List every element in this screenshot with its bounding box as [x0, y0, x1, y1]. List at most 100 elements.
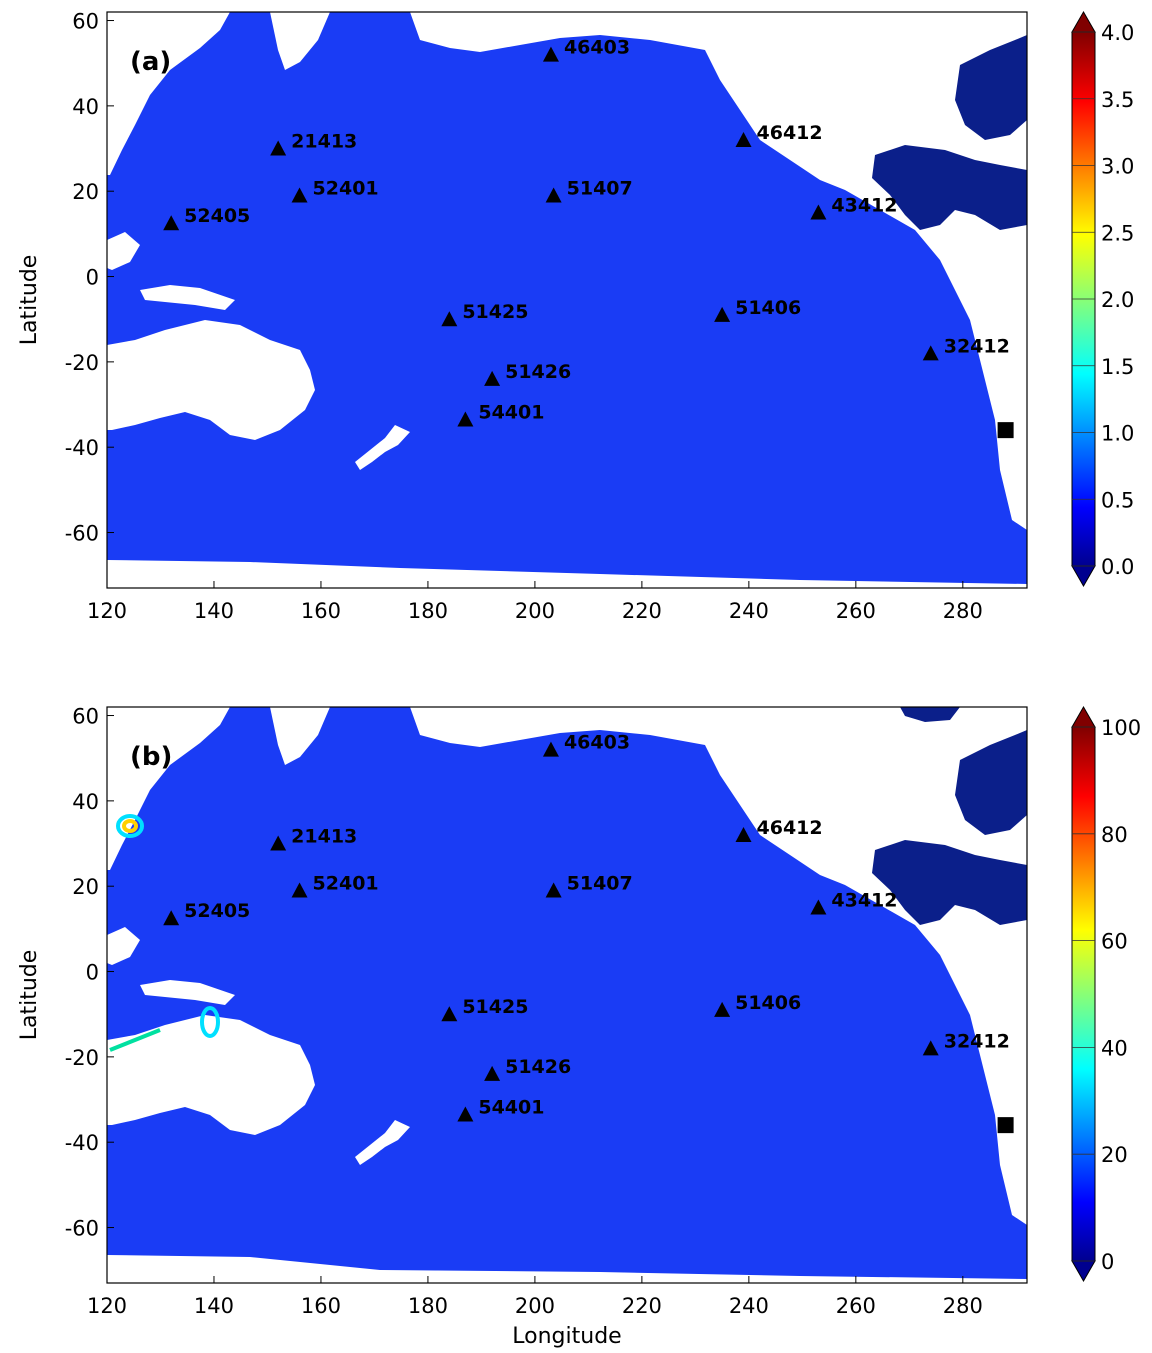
colorbar-tick-label: 80 — [1101, 823, 1128, 847]
station-label: 43412 — [831, 195, 897, 217]
x-tick-label: 180 — [408, 1294, 448, 1318]
panel-a-land-newguinea — [140, 285, 235, 310]
colorbar-tick-label: 0 — [1101, 1250, 1114, 1274]
panel-a-colorbar: 0.0 0.5 1.0 1.5 2.0 2.5 3.0 3.5 4.0 — [1071, 10, 1134, 588]
panel-b-land-namerica — [690, 707, 1027, 1225]
y-tick-label: 60 — [72, 705, 99, 729]
x-tick-label: 240 — [729, 599, 769, 623]
panel-b-land-samerica — [950, 945, 1027, 1215]
station-marker — [484, 370, 501, 386]
station-label: 52401 — [313, 872, 379, 894]
station-marker — [542, 741, 559, 757]
panel-b-hotspots — [109, 814, 220, 1052]
station-label: 54401 — [478, 1096, 544, 1118]
station-marker — [735, 827, 752, 842]
y-tick-label: 0 — [86, 266, 99, 290]
station-marker — [457, 1106, 474, 1122]
y-tick-label: -20 — [65, 351, 99, 375]
panel-b-land-australia — [107, 1015, 315, 1135]
colorbar-tick-label: 4.0 — [1101, 21, 1134, 45]
colorbar-tick-label: 2.0 — [1101, 288, 1134, 312]
panel-a-land-atlantic-north — [955, 35, 1027, 140]
panel-a-label: (a) — [130, 47, 171, 77]
panel-a-frame — [106, 11, 1028, 589]
panel-a-land-australia — [107, 320, 315, 440]
colorbar-tick-label: 40 — [1101, 1036, 1128, 1060]
panel-a-land-kamchatka — [270, 12, 330, 70]
station-marker — [922, 345, 939, 361]
panel-b-land-asia — [107, 707, 230, 870]
colorbar-tick-label: 1.0 — [1101, 422, 1134, 446]
station-marker — [545, 187, 562, 203]
station-label: 51425 — [462, 996, 528, 1018]
station-label: 52405 — [184, 900, 250, 922]
station-label: 51407 — [567, 177, 633, 199]
x-tick-label: 200 — [515, 599, 555, 623]
x-tick-label: 120 — [87, 1294, 127, 1318]
station-label: 46403 — [564, 732, 630, 754]
y-tick-label: 60 — [72, 10, 99, 34]
colorbar-extend-min — [1071, 565, 1096, 588]
station-marker — [291, 187, 308, 203]
colorbar-tick-label: 0.0 — [1101, 555, 1134, 579]
source-marker — [997, 422, 1014, 439]
colorbar-extend-max — [1071, 705, 1096, 728]
colorbar-tick-label: 0.5 — [1101, 488, 1134, 512]
colorbar-tick-label: 1.5 — [1101, 355, 1134, 379]
y-tick-label: 20 — [72, 180, 99, 204]
panel-a-land-gulf — [872, 145, 1027, 230]
y-tick-label: 20 — [72, 875, 99, 899]
x-tick-label: 240 — [729, 1294, 769, 1318]
y-tick-label: -40 — [65, 436, 99, 460]
station-marker — [542, 46, 559, 62]
colorbar-gradient — [1071, 726, 1096, 1262]
station-label: 21413 — [291, 131, 357, 153]
colorbar-tick-label: 3.0 — [1101, 155, 1134, 179]
station-label: 51425 — [462, 301, 528, 323]
station-marker — [270, 140, 287, 156]
station-label: 21413 — [291, 826, 357, 848]
station-label: 46412 — [757, 122, 823, 144]
station-label: 51406 — [735, 992, 801, 1014]
panel-b-land-greenland — [900, 707, 960, 722]
station-marker — [457, 411, 474, 427]
panel-b-label: (b) — [130, 742, 172, 772]
panel-a-land-antarctic — [107, 560, 1027, 588]
colorbar-tick-label: 2.5 — [1101, 221, 1134, 245]
panel-b-land-gulf — [872, 840, 1027, 925]
y-tick-label: 40 — [72, 790, 99, 814]
station-marker — [714, 1001, 731, 1017]
x-tick-label: 280 — [943, 1294, 983, 1318]
colorbar-extend-min — [1071, 1260, 1096, 1283]
panel-b-land-indonesia — [107, 927, 140, 965]
station-label: 52405 — [184, 205, 250, 227]
station-marker — [270, 835, 287, 851]
station-marker — [163, 215, 180, 231]
station-marker — [735, 132, 752, 147]
x-tick-label: 280 — [943, 599, 983, 623]
x-tick-label: 260 — [836, 1294, 876, 1318]
colorbar-tick-label: 3.5 — [1101, 88, 1134, 112]
station-label: 46403 — [564, 37, 630, 59]
station-label: 46412 — [757, 817, 823, 839]
panel-b-land-antarctic — [107, 1255, 1027, 1283]
x-tick-label: 140 — [194, 1294, 234, 1318]
panel-a-land-namerica — [690, 12, 1027, 530]
station-marker — [484, 1065, 501, 1081]
station-marker — [714, 306, 731, 322]
panel-b-land-newzealand — [355, 1120, 410, 1165]
station-label: 54401 — [478, 401, 544, 423]
y-tick-label: 0 — [86, 961, 99, 985]
source-marker — [997, 1117, 1014, 1134]
station-label: 51406 — [735, 297, 801, 319]
colorbar-tick-label: 60 — [1101, 930, 1128, 954]
x-tick-label: 140 — [194, 599, 234, 623]
colorbar-extend-max — [1071, 10, 1096, 33]
x-tick-label: 120 — [87, 599, 127, 623]
